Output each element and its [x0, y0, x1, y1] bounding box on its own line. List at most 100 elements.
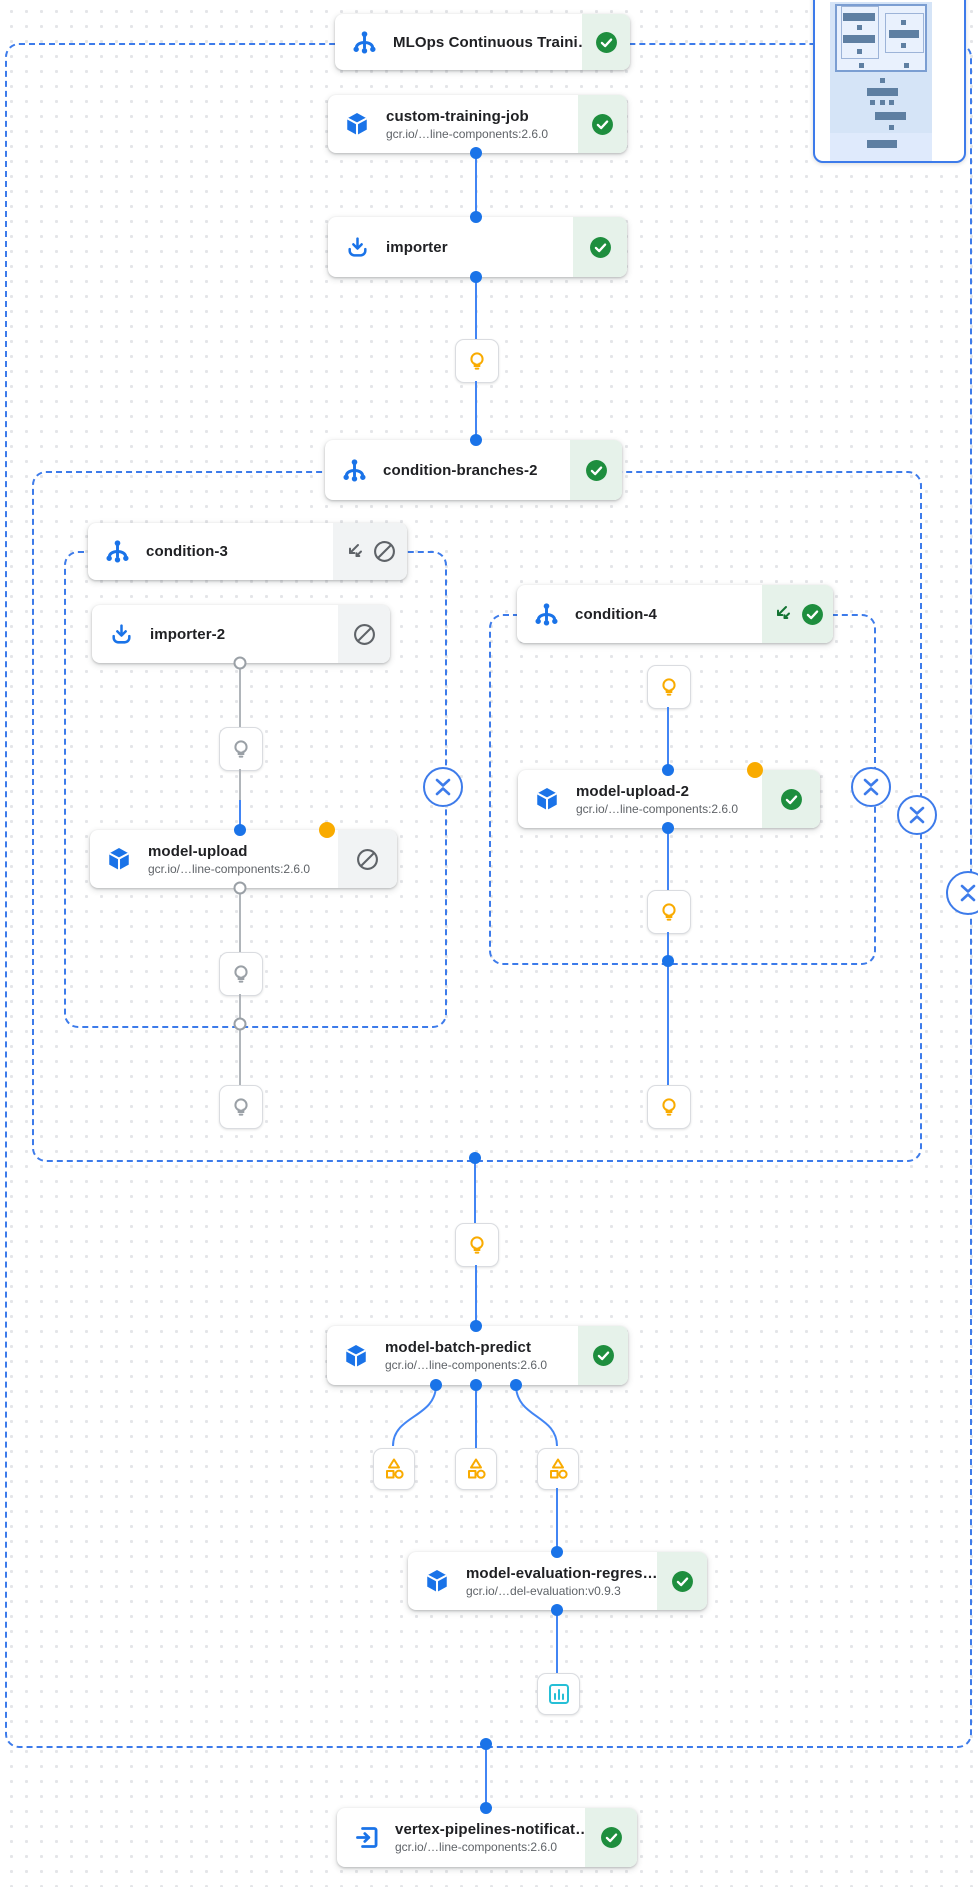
- status-area: [657, 1552, 707, 1610]
- node-mlops-continuous-training[interactable]: MLOps Continuous Traini…: [335, 14, 630, 70]
- node-model-batch-predict[interactable]: model-batch-predict gcr.io/…line-compone…: [327, 1326, 628, 1385]
- node-title: MLOps Continuous Traini…: [393, 33, 593, 51]
- collapse-group-button[interactable]: [897, 795, 937, 835]
- evaluation-chart-artifact-box[interactable]: [537, 1673, 580, 1715]
- metrics-artifact-icon: [386, 1458, 404, 1479]
- node-title: model-upload: [148, 842, 248, 860]
- collapse-chevrons-icon: [960, 884, 976, 902]
- metrics-artifact-icon: [550, 1458, 568, 1479]
- bulb-icon: [470, 352, 484, 370]
- node-condition-3[interactable]: condition-3: [88, 523, 407, 580]
- success-check-icon: [671, 1570, 693, 1592]
- driver-task-box-skipped[interactable]: [219, 1085, 263, 1129]
- minimap-node-dot: [870, 100, 875, 105]
- component-cube-icon: [327, 1343, 385, 1369]
- status-area: [585, 1808, 637, 1867]
- minimap-node-bar: [875, 112, 906, 120]
- node-title: model-upload-2: [576, 782, 690, 800]
- minimap-node-bar: [889, 30, 919, 38]
- node-subtitle: gcr.io/…line-components:2.6.0: [148, 861, 311, 876]
- component-cube-icon: [518, 786, 576, 812]
- collapse-chevrons-icon: [435, 778, 451, 796]
- success-check-icon: [592, 1345, 614, 1366]
- skipped-icon: [353, 623, 375, 645]
- bulb-icon: [662, 1098, 676, 1116]
- driver-task-box[interactable]: [647, 665, 691, 709]
- node-title: importer: [386, 238, 448, 256]
- node-subtitle: gcr.io/…del-evaluation:v0.9.3: [466, 1583, 621, 1598]
- status-area: [762, 585, 833, 643]
- importer-download-icon: [328, 235, 386, 260]
- minimap-node-dot: [889, 100, 894, 105]
- bulb-icon: [662, 903, 676, 921]
- minimap-node-dot: [859, 63, 864, 68]
- condition-fork-icon: [517, 601, 575, 628]
- node-title: importer-2: [150, 625, 226, 643]
- node-title: model-batch-predict: [385, 1339, 532, 1356]
- driver-task-box[interactable]: [455, 339, 499, 383]
- component-cube-icon: [328, 111, 386, 137]
- success-check-icon: [600, 1827, 622, 1848]
- node-subtitle: gcr.io/…line-components:2.6.0: [395, 1840, 558, 1854]
- minimap-node-dot: [889, 125, 894, 130]
- node-title: model-evaluation-regres…: [466, 1564, 658, 1582]
- node-title: custom-training-job: [386, 107, 529, 125]
- bulb-icon: [470, 1236, 484, 1254]
- driver-task-box-skipped[interactable]: [219, 727, 263, 771]
- exit-handler-icon: [337, 1824, 395, 1851]
- success-check-icon: [801, 603, 823, 625]
- collapse-subdag-icon[interactable]: [344, 542, 364, 562]
- node-custom-training-job[interactable]: custom-training-job gcr.io/…line-compone…: [328, 95, 627, 153]
- node-model-evaluation-regression[interactable]: model-evaluation-regres… gcr.io/…del-eva…: [408, 1552, 707, 1610]
- collapse-group-button[interactable]: [423, 767, 463, 807]
- collapse-subdag-icon[interactable]: [772, 604, 792, 624]
- bulb-icon: [234, 965, 248, 983]
- node-subtitle: gcr.io/…line-components:2.6.0: [576, 801, 739, 816]
- metrics-artifact-box[interactable]: [537, 1448, 579, 1490]
- bar-chart-icon: [548, 1684, 569, 1704]
- skipped-icon: [374, 541, 395, 562]
- node-title: condition-branches-2: [383, 461, 538, 479]
- metrics-artifact-box[interactable]: [373, 1448, 415, 1490]
- status-area: [573, 217, 627, 277]
- node-vertex-pipelines-notification[interactable]: vertex-pipelines-notificat… gcr.io/…line…: [337, 1808, 637, 1867]
- minimap-node-dot: [901, 20, 906, 25]
- minimap-node-bar: [867, 88, 898, 96]
- collapse-chevrons-icon: [909, 806, 925, 824]
- node-importer-2[interactable]: importer-2: [92, 605, 390, 663]
- driver-task-box[interactable]: [647, 1085, 691, 1129]
- minimap-node-dot: [857, 25, 862, 30]
- importer-download-icon: [92, 622, 150, 647]
- status-area: [578, 95, 627, 153]
- minimap-node-bar: [843, 13, 875, 21]
- metrics-artifact-box[interactable]: [455, 1448, 497, 1490]
- minimap-node-dot: [901, 43, 906, 48]
- status-area: [582, 14, 630, 70]
- node-model-upload-2[interactable]: model-upload-2 gcr.io/…line-components:2…: [518, 770, 820, 828]
- node-condition-branches-2[interactable]: condition-branches-2: [325, 440, 622, 500]
- node-title: vertex-pipelines-notificat…: [395, 1821, 591, 1838]
- driver-task-box[interactable]: [647, 890, 691, 934]
- skipped-icon: [357, 848, 378, 870]
- minimap[interactable]: [813, 0, 966, 163]
- driver-task-box-skipped[interactable]: [219, 952, 263, 996]
- collapse-group-button[interactable]: [946, 871, 978, 915]
- minimap-node-dot: [904, 63, 909, 68]
- condition-fork-icon: [335, 29, 393, 56]
- minimap-graph-area-lower: [830, 133, 932, 161]
- minimap-node-bar: [843, 35, 875, 43]
- collapse-group-button[interactable]: [851, 767, 891, 807]
- node-condition-4[interactable]: condition-4: [517, 585, 833, 643]
- bulb-icon: [662, 678, 676, 696]
- driver-task-box[interactable]: [455, 1223, 499, 1267]
- condition-fork-icon: [325, 457, 383, 484]
- success-check-icon: [592, 113, 613, 135]
- node-importer[interactable]: importer: [328, 217, 627, 277]
- node-title: condition-4: [575, 605, 657, 623]
- status-area: [338, 605, 390, 663]
- node-model-upload[interactable]: model-upload gcr.io/…line-components:2.6…: [90, 830, 397, 888]
- component-cube-icon: [408, 1568, 466, 1594]
- minimap-node-bar: [867, 140, 897, 148]
- node-subtitle: gcr.io/…line-components:2.6.0: [385, 1358, 548, 1372]
